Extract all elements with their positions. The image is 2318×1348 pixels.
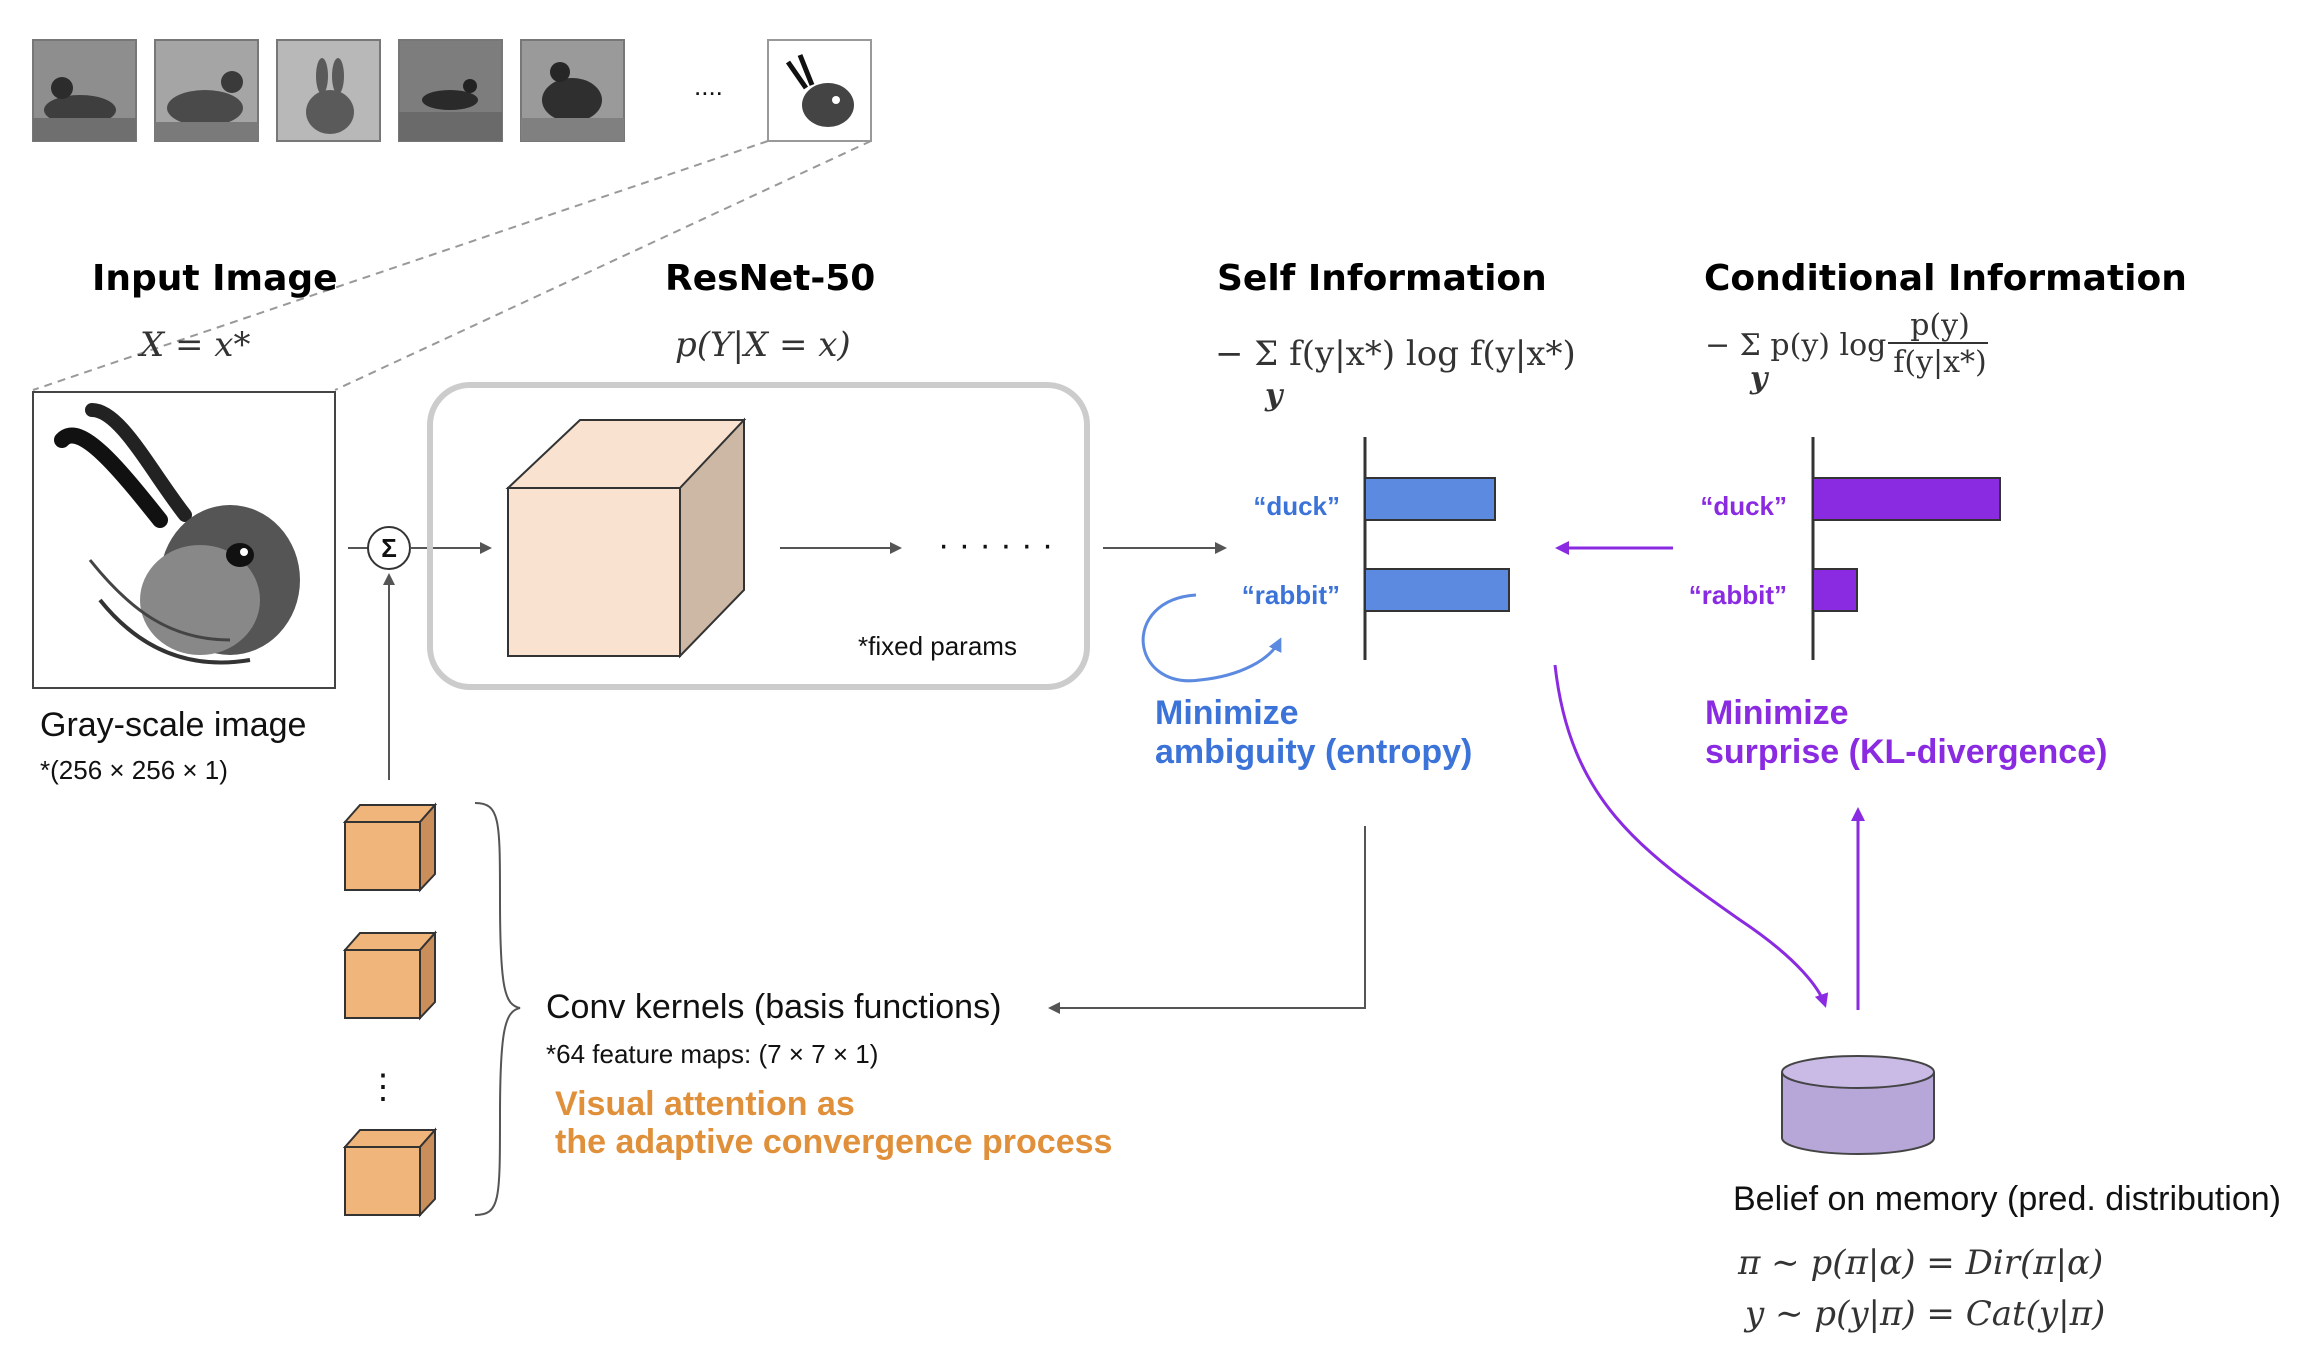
conv-kernels-title: Conv kernels (basis functions) xyxy=(546,988,1001,1026)
cond-info-label-rabbit: “rabbit” xyxy=(1689,580,1787,610)
projection-line-left xyxy=(32,140,769,391)
resnet-fixed-params-note: *fixed params xyxy=(858,631,1017,661)
memory-eq1: π ∼ p(π|α) = Dir(π|α) xyxy=(1737,1243,2103,1283)
conv-kernel-1 xyxy=(342,802,438,893)
memory-eq2: y ∼ p(y|π) = Cat(y|π) xyxy=(1743,1294,2105,1334)
resnet-box xyxy=(427,382,1090,690)
self-info-label-rabbit: “rabbit” xyxy=(1242,580,1340,610)
self-info-title: Self Information xyxy=(1217,258,1547,299)
kernels-brace xyxy=(474,802,521,1216)
resnet-formula: p(Y|X = x) xyxy=(675,325,851,365)
conv-kernel-3 xyxy=(342,1127,438,1218)
self-info-minimize-line1: Minimize xyxy=(1155,694,1299,732)
self-info-formula: − Σ f(y|x*) log f(y|x*) xyxy=(1215,334,1576,374)
thumbnail-duck-3 xyxy=(398,39,503,142)
thumbnail-duck-2 xyxy=(154,39,259,142)
self-info-label-duck: “duck” xyxy=(1253,491,1340,521)
cond-info-minimize-line1: Minimize xyxy=(1705,694,1849,732)
cond-info-formula-numerator: p(y) xyxy=(1910,308,1970,343)
self-info-bar-duck xyxy=(1364,477,1496,521)
input-image-formula: X = x* xyxy=(137,325,250,365)
input-image-title: Input Image xyxy=(92,258,338,299)
cond-info-formula-denominator: f(y|x*) xyxy=(1893,345,1987,380)
cond-info-bar-rabbit xyxy=(1812,568,1858,612)
input-image-dims: *(256 × 256 × 1) xyxy=(40,755,228,785)
input-image-caption: Gray-scale image xyxy=(40,706,306,744)
sum-symbol: Σ xyxy=(381,533,397,563)
attention-line2: the adaptive convergence process xyxy=(555,1123,1112,1161)
conv-kernel-2 xyxy=(342,930,438,1021)
self-info-loop-arrow xyxy=(1141,593,1282,683)
memory-database-icon xyxy=(1781,1055,1935,1155)
resnet-title: ResNet-50 xyxy=(665,258,875,299)
thumbnail-strip: .... xyxy=(32,39,872,142)
resnet-ellipsis: · · · · · · xyxy=(938,526,1053,564)
cond-info-formula-prefix: − Σ p(y) log xyxy=(1705,328,1886,363)
projection-line-right xyxy=(334,140,872,391)
thumbnail-rabbit xyxy=(276,39,381,142)
thumbnail-duck-1 xyxy=(32,39,137,142)
thumbnail-duck-4 xyxy=(520,39,625,142)
conv-kernels-note: *64 feature maps: (7 × 7 × 1) xyxy=(546,1039,878,1069)
memory-title: Belief on memory (pred. distribution) xyxy=(1733,1180,2281,1218)
cond-info-title: Conditional Information xyxy=(1704,258,2187,299)
thumbnail-selected-duck-rabbit xyxy=(767,39,872,142)
cond-info-sum-index: y xyxy=(1749,361,1770,396)
cond-info-bar-duck xyxy=(1812,477,2001,521)
cond-info-minimize-line2: surprise (KL-divergence) xyxy=(1705,733,2107,771)
self-info-minimize-line2: ambiguity (entropy) xyxy=(1155,733,1472,771)
self-info-bar-rabbit xyxy=(1364,568,1510,612)
conv-kernels-vertical-ellipsis: ⋮ xyxy=(366,1068,400,1106)
self-info-to-memory-arrow xyxy=(1553,664,1829,1008)
self-info-to-kernels-arrow xyxy=(1048,826,1366,1014)
cond-info-label-duck: “duck” xyxy=(1700,491,1787,521)
attention-line1: Visual attention as xyxy=(555,1085,855,1123)
self-info-sum-index: y xyxy=(1264,378,1285,413)
thumbnail-ellipsis: .... xyxy=(694,71,723,101)
resnet-cube xyxy=(505,417,747,659)
input-image xyxy=(32,391,336,689)
